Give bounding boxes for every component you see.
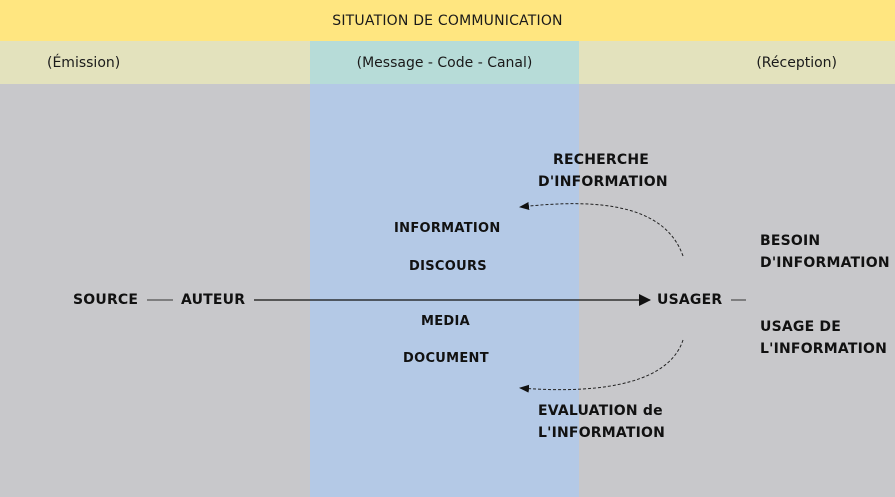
- message-panel: [310, 84, 579, 497]
- middle-item-information: INFORMATION: [394, 221, 501, 236]
- auteur-node: AUTEUR: [181, 292, 246, 308]
- usage-label-line2: L'INFORMATION: [760, 341, 888, 357]
- evaluation-label-line1: EVALUATION de: [538, 403, 663, 419]
- recherche-label-line1: RECHERCHE: [553, 152, 650, 168]
- middle-item-document: DOCUMENT: [403, 351, 489, 366]
- diagram-title: SITUATION DE COMMUNICATION: [0, 0, 895, 41]
- header-reception: (Réception): [579, 41, 895, 84]
- source-node: SOURCE: [73, 292, 139, 308]
- besoin-label-line1: BESOIN: [760, 233, 821, 249]
- besoin-label-line2: D'INFORMATION: [760, 255, 890, 271]
- emission-panel: [0, 84, 310, 497]
- evaluation-label-line2: L'INFORMATION: [538, 425, 666, 441]
- recherche-label-line2: D'INFORMATION: [538, 174, 668, 190]
- header-emission: (Émission): [0, 41, 310, 84]
- middle-item-media: MEDIA: [421, 314, 471, 329]
- middle-item-discours: DISCOURS: [409, 259, 487, 274]
- header-message-code-canal: (Message - Code - Canal): [310, 41, 579, 84]
- usage-label-line1: USAGE DE: [760, 319, 841, 335]
- usager-node: USAGER: [657, 292, 723, 308]
- reception-panel: [579, 84, 895, 497]
